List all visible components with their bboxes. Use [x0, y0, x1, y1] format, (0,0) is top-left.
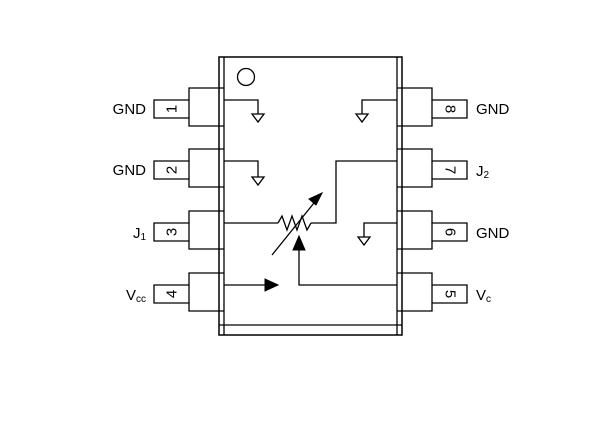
ground-symbol-pin2 [224, 160, 266, 187]
ground-symbol-pin8 [354, 99, 397, 124]
pin-4-label-subscript: cc [136, 294, 146, 305]
pin-7-label: J2 [476, 163, 490, 181]
pin-8: 8 [397, 87, 468, 127]
pin-6-number: 6 [442, 228, 459, 236]
vcc-input-arrow [224, 278, 280, 292]
pin-7-number: 7 [442, 166, 459, 174]
pin-3-label-subscript: 1 [140, 232, 146, 243]
resistor-zigzag [277, 214, 312, 232]
pin-2-label: GND [113, 162, 147, 179]
pin-4-label: Vcc [126, 287, 146, 305]
variable-arrow-shaft [271, 197, 319, 256]
wiper-connection [292, 234, 397, 286]
pin-5-label-main: V [476, 287, 486, 304]
pin-3-label: J1 [133, 225, 147, 243]
pin-5-label: Vc [476, 287, 491, 305]
pin-4-label-main: V [126, 287, 136, 304]
variable-resistor [224, 160, 397, 256]
pin-8-number: 8 [442, 105, 459, 113]
pin-7: 7 [397, 148, 468, 188]
package-outline [218, 56, 403, 336]
pin-2: 2 [153, 148, 224, 188]
pin1-marker-dot [236, 67, 256, 87]
vcc-arrow-head [264, 278, 280, 292]
pin-1-label: GND [113, 101, 147, 118]
pin-2-number: 2 [164, 166, 181, 174]
wire-to-pin-7 [311, 160, 397, 224]
pin-7-label-main: J [476, 163, 484, 180]
pin-8-label: GND [476, 101, 510, 118]
pin-5: 5 [397, 272, 468, 312]
pin-4-number: 4 [164, 290, 181, 298]
pin-6-label: GND [476, 225, 510, 242]
wiper-arrow-head [292, 234, 306, 251]
pin-3-label-main: J [133, 225, 141, 242]
pin-3: 3 [153, 210, 224, 250]
pin-1: 1 [153, 87, 224, 127]
pin-5-label-subscript: c [486, 294, 491, 305]
ground-symbol-pin6 [356, 222, 397, 247]
pin-6: 6 [397, 210, 468, 250]
pin-7-label-subscript: 2 [484, 170, 490, 181]
pin-4: 4 [153, 272, 224, 312]
pin-5-number: 5 [442, 290, 459, 298]
pin-1-number: 1 [164, 105, 181, 113]
pin-3-number: 3 [164, 228, 181, 236]
variable-arrow-head [308, 191, 324, 206]
ic-package [218, 56, 403, 336]
ground-symbol-pin1 [224, 99, 266, 124]
